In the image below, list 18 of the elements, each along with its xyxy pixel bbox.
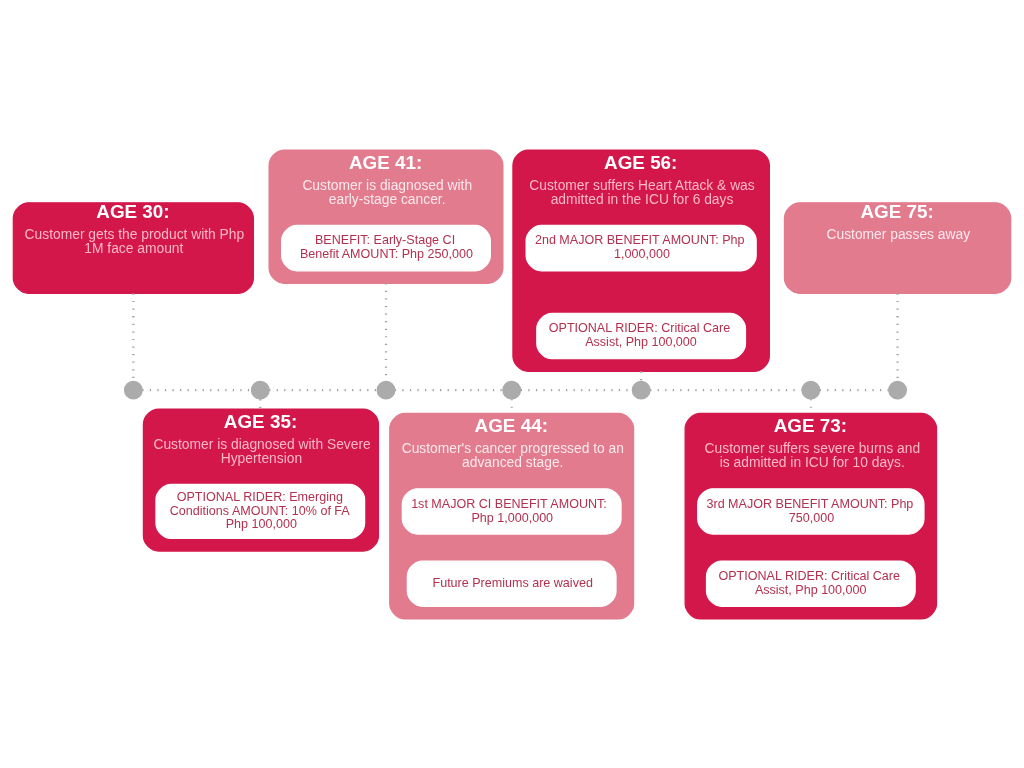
node-box: Future Premiums are waived xyxy=(406,559,617,607)
node-box: 2nd MAJOR BENEFIT AMOUNT: Php 1,000,000 xyxy=(525,224,757,271)
node-circle xyxy=(888,380,907,400)
node-box: OPTIONAL RIDER: Emerging Conditions AMOUNT: 10% of FA Php 100,000 xyxy=(155,483,366,539)
node-circle xyxy=(376,380,396,400)
node-circle xyxy=(631,380,651,400)
node-box: OPTIONAL RIDER: Critical Care Assist, Php 100,000 xyxy=(705,559,916,607)
node-circle xyxy=(250,380,270,400)
connector xyxy=(640,370,643,381)
node-box: BENEFIT: Early-Stage CI Benefit AMOUNT: Php 250,000 xyxy=(281,224,491,271)
node-circle xyxy=(123,380,143,400)
node-box: AGE 75: Customer passes away xyxy=(783,201,1012,294)
node-box: OPTIONAL RIDER: Critical Care Assist, Php 100,000 xyxy=(536,312,747,359)
node-circle xyxy=(502,380,522,400)
node-box: 1st MAJOR CI BENEFIT AMOUNT: Php 1,000,000 xyxy=(401,487,622,535)
node-circle xyxy=(801,380,821,400)
node-box: AGE 30: Customer gets the product with Php 1M face amount xyxy=(12,201,254,294)
node-box: 3rd MAJOR BENEFIT AMOUNT: Php 750,000 xyxy=(697,487,925,535)
